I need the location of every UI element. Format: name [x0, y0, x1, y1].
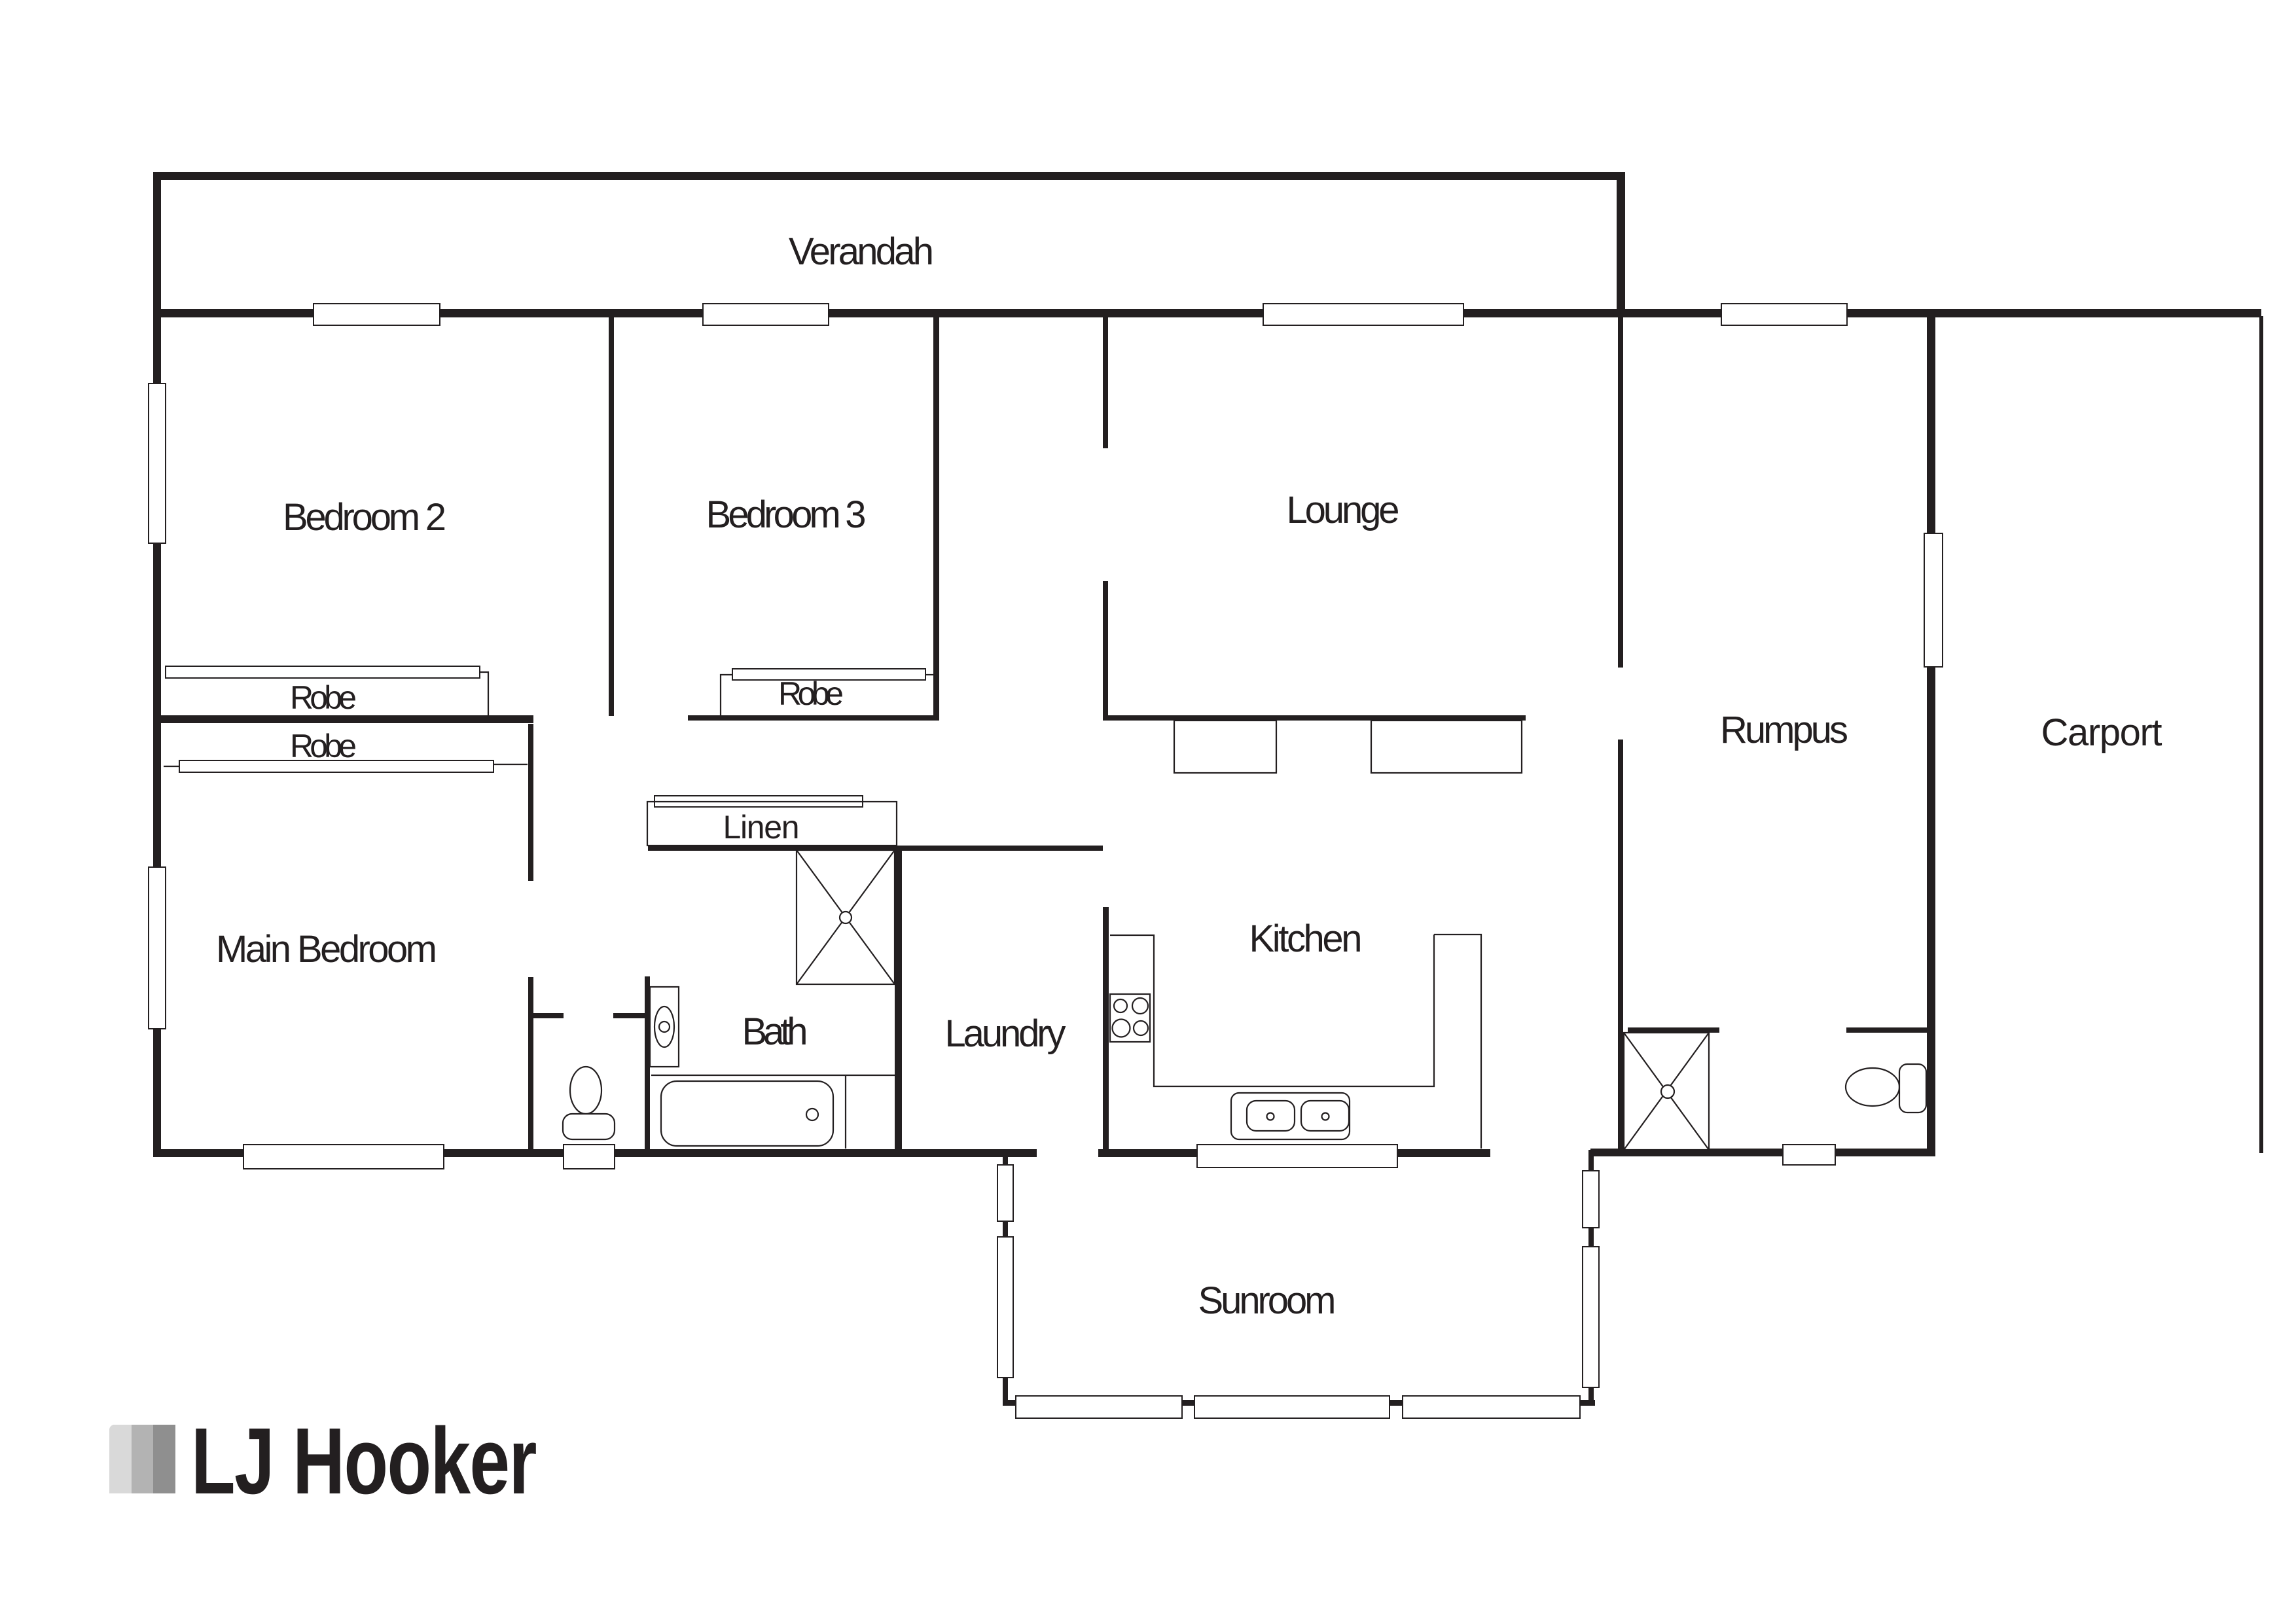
- svg-text:Rumpus: Rumpus: [1720, 709, 1848, 751]
- svg-text:Verandah: Verandah: [789, 230, 934, 273]
- svg-text:Main Bedroom: Main Bedroom: [216, 928, 437, 971]
- svg-text:Bath: Bath: [742, 1010, 808, 1053]
- svg-text:Carport: Carport: [2041, 711, 2162, 754]
- svg-text:LJ Hooker: LJ Hooker: [191, 1409, 537, 1514]
- svg-text:Bedroom 3: Bedroom 3: [706, 493, 867, 536]
- svg-text:Bedroom 2: Bedroom 2: [283, 496, 446, 539]
- svg-text:Sunroom: Sunroom: [1198, 1279, 1336, 1322]
- svg-text:Kitchen: Kitchen: [1249, 918, 1363, 960]
- svg-text:Robe: Robe: [290, 679, 357, 716]
- svg-text:Robe: Robe: [778, 675, 844, 712]
- svg-text:Lounge: Lounge: [1287, 489, 1400, 531]
- svg-text:Linen: Linen: [723, 809, 800, 846]
- svg-text:Robe: Robe: [290, 728, 357, 764]
- svg-text:Laundry: Laundry: [945, 1012, 1066, 1055]
